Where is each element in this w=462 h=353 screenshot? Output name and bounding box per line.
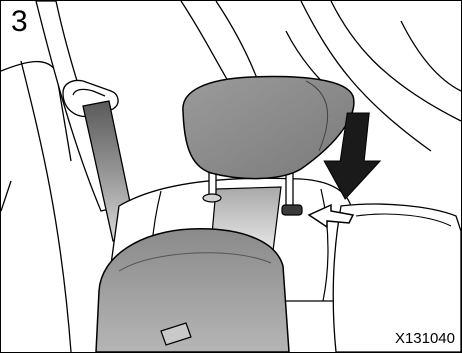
step-number: 3 xyxy=(11,5,28,39)
figure-code: X131040 xyxy=(395,330,455,348)
